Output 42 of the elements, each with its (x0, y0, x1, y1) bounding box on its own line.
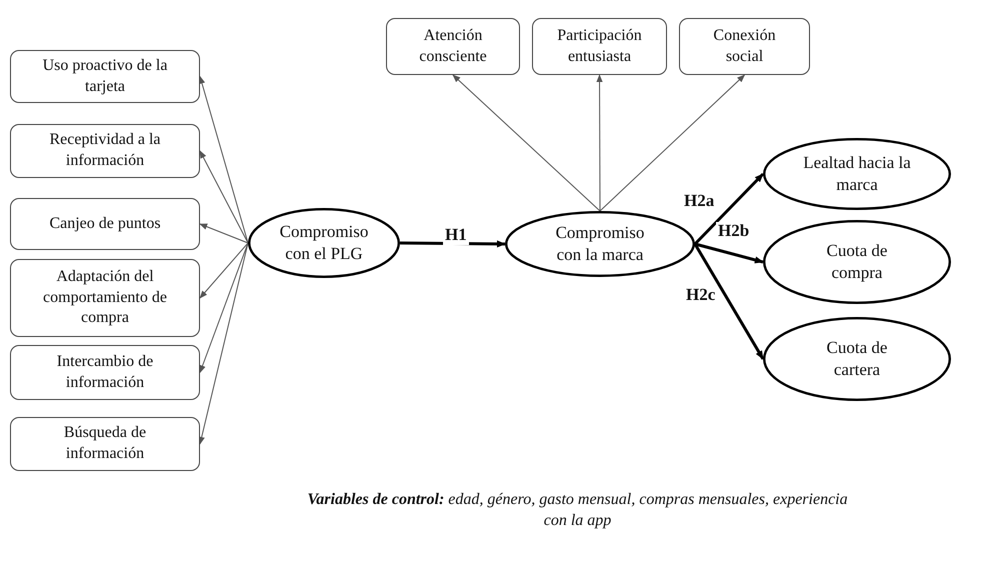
node-text: Compromiso con el PLG (280, 220, 368, 265)
arrow (198, 76, 248, 244)
process-box (10, 124, 200, 178)
node-text: Compromiso con la marca (554, 222, 646, 266)
node-text: Conexión social (712, 26, 777, 66)
node-text: Cuota de compra (826, 240, 888, 284)
construct-ellipse (763, 220, 951, 304)
node-text: Uso proactivo de la tarjeta (42, 56, 168, 96)
process-box (10, 50, 200, 103)
node-text: Lealtad hacia la marca (803, 152, 911, 196)
edge-label: H1 (443, 226, 469, 245)
caption: Variables de control: edad, género, gasto mensual, compras mensuales, experiencia con la app (306, 490, 849, 531)
node-text: Atención consciente (418, 26, 488, 66)
process-box (532, 18, 667, 75)
arrow (199, 242, 248, 299)
node-text: Canjeo de puntos (49, 214, 161, 234)
construct-ellipse (763, 317, 951, 401)
process-box (10, 198, 200, 250)
construct-ellipse (248, 208, 400, 278)
arrow (198, 242, 248, 445)
arrow (199, 224, 248, 244)
process-box (10, 259, 200, 337)
node-text: Receptividad a la información (48, 130, 162, 171)
process-box (386, 18, 520, 75)
node-text: Búsqueda de información (62, 423, 148, 464)
process-box (10, 417, 200, 471)
arrow (600, 74, 746, 212)
construct-ellipse (505, 211, 695, 277)
node-text: Intercambio de información (56, 352, 154, 392)
node-text: Participación entusiasta (556, 26, 643, 66)
node-text: Cuota de cartera (826, 336, 888, 381)
process-box (679, 18, 810, 75)
arrow (694, 243, 764, 360)
arrow (200, 242, 248, 374)
arrow (694, 242, 764, 264)
arrow (694, 172, 764, 246)
arrow (596, 74, 603, 212)
construct-ellipse (763, 138, 951, 210)
node-text: Adaptación del comportamiento de compra (42, 266, 168, 328)
process-box (10, 345, 200, 400)
arrow (200, 150, 248, 244)
arrow (452, 74, 600, 212)
